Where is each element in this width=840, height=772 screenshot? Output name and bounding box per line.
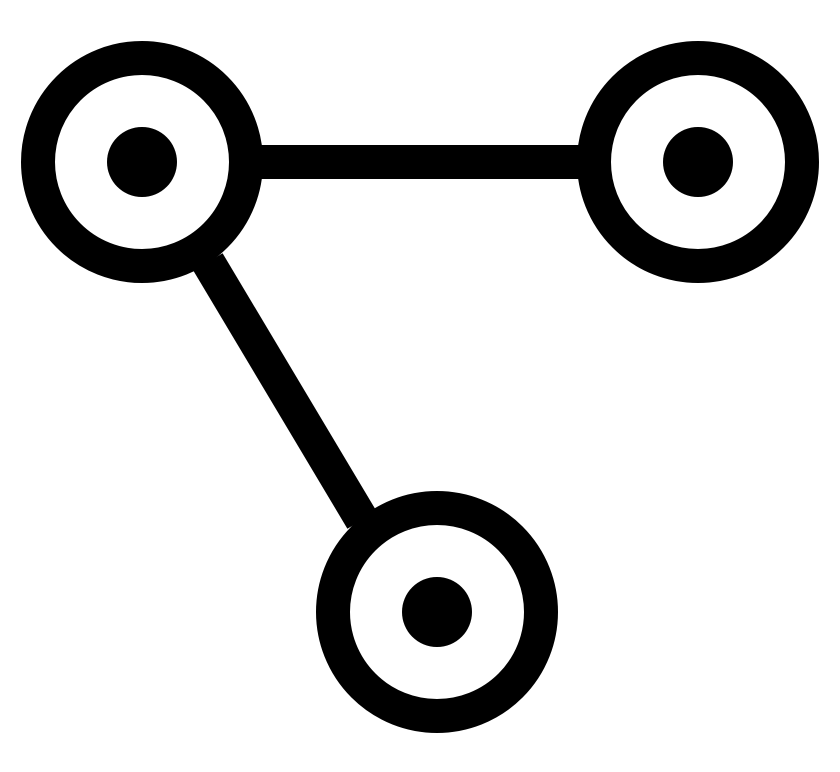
node-bottom — [316, 491, 558, 733]
node-top-right — [577, 41, 819, 283]
edge-diagonal — [193, 253, 377, 529]
node-top-left — [21, 41, 263, 283]
